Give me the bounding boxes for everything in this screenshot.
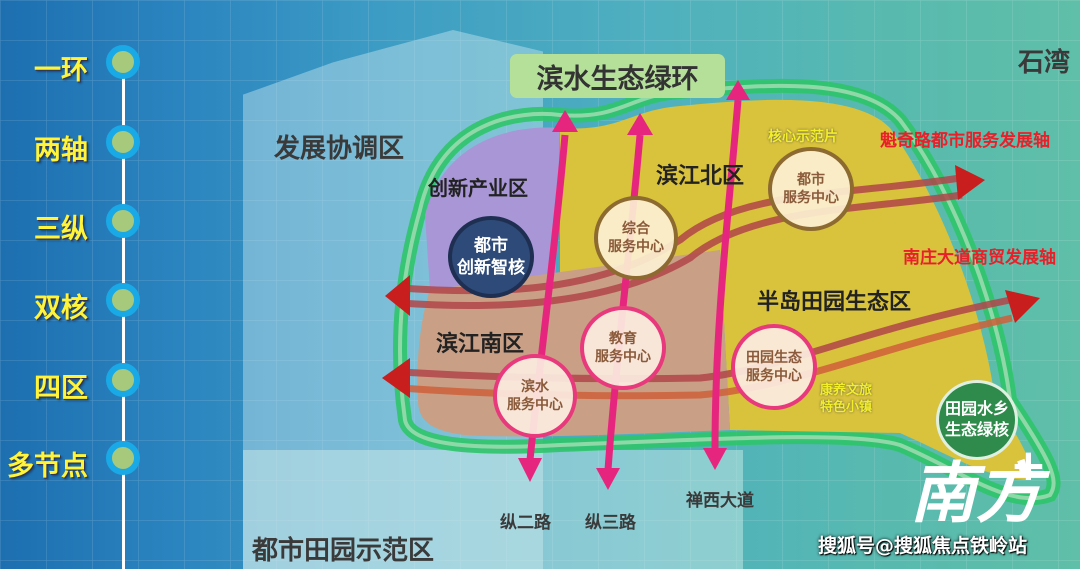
road-label-chanxi: 禅西大道 xyxy=(686,491,754,511)
nanfang-logo: 南方 xyxy=(910,454,1042,532)
axis-label-kuiqi: 魁奇路都市服务发展轴 xyxy=(880,131,1050,151)
center-line2: 生态绿核 xyxy=(944,420,1009,439)
sidebar-item-label: 双核 xyxy=(34,293,88,324)
map-title: 滨水生态绿环 xyxy=(510,54,725,98)
center-line1: 都市 xyxy=(797,171,825,188)
yellow-zone xyxy=(560,99,1032,481)
center-line1: 教育 xyxy=(609,330,637,347)
sidebar-item-label: 三纵 xyxy=(34,214,88,245)
town-label: 康养文旅 特色小镇 xyxy=(820,383,872,417)
axis-label-nanzhuang: 南庄大道商贸发展轴 xyxy=(903,248,1056,268)
timeline-node-2 xyxy=(106,125,140,159)
center-pastoral-eco: 田园生态服务中心 xyxy=(731,324,817,410)
district-label-urban-pastoral-demo: 都市田园示范区 xyxy=(252,536,435,566)
sidebar-item-label: 多节点 xyxy=(7,451,88,482)
center-urban-service: 都市服务中心 xyxy=(768,147,854,231)
timeline-node-4 xyxy=(106,283,140,317)
district-label-binjiang-north: 滨江北区 xyxy=(656,164,745,189)
center-line1: 田园水乡 xyxy=(944,399,1009,419)
district-label-shiwan: 石湾 xyxy=(1018,48,1071,78)
town-label-line2: 特色小镇 xyxy=(820,399,873,415)
center-eco-core: 田园水乡生态绿核 xyxy=(936,380,1018,460)
center-line1: 都市 xyxy=(474,235,508,256)
sidebar-item-label: 两轴 xyxy=(34,135,88,166)
center-line2: 服务中心 xyxy=(507,397,563,413)
district-label-binjiang-south: 滨江南区 xyxy=(436,332,525,357)
timeline-node-1 xyxy=(106,45,140,79)
center-line2: 服务中心 xyxy=(783,190,839,206)
timeline-node-3 xyxy=(106,204,140,238)
center-comprehensive: 综合服务中心 xyxy=(594,196,678,280)
timeline-node-5 xyxy=(106,363,140,397)
center-line2: 服务中心 xyxy=(608,239,664,255)
core-demo-label: 核心示范片 xyxy=(768,129,838,145)
timeline-node-6 xyxy=(106,441,140,475)
district-label-peninsula-eco: 半岛田园生态区 xyxy=(757,290,912,315)
road-label-zong2: 纵二路 xyxy=(500,513,551,533)
center-line2: 服务中心 xyxy=(746,368,802,384)
district-label-development-coord: 发展协调区 xyxy=(274,134,405,164)
center-line1: 综合 xyxy=(622,220,650,237)
center-waterfront: 滨水服务中心 xyxy=(493,354,577,438)
district-label-innovation-industry: 创新产业区 xyxy=(428,176,528,200)
sohu-watermark: 搜狐号@搜狐焦点铁岭站 xyxy=(818,535,1028,557)
center-education: 教育服务中心 xyxy=(580,306,666,390)
road-label-zong3: 纵三路 xyxy=(585,513,636,533)
pastoral-demo-zone-shade xyxy=(243,450,743,569)
nanfang-plus-icon: + xyxy=(1010,440,1047,491)
center-line2: 服务中心 xyxy=(595,349,651,365)
sidebar-item-label: 四区 xyxy=(34,373,88,404)
center-line1: 滨水 xyxy=(521,378,549,395)
center-line2: 创新智核 xyxy=(457,258,525,278)
center-line1: 田园生态 xyxy=(746,349,802,366)
sidebar-item-label: 一环 xyxy=(34,55,88,86)
town-label-line1: 康养文旅 xyxy=(820,383,873,398)
center-innovation-core: 都市创新智核 xyxy=(448,216,534,298)
